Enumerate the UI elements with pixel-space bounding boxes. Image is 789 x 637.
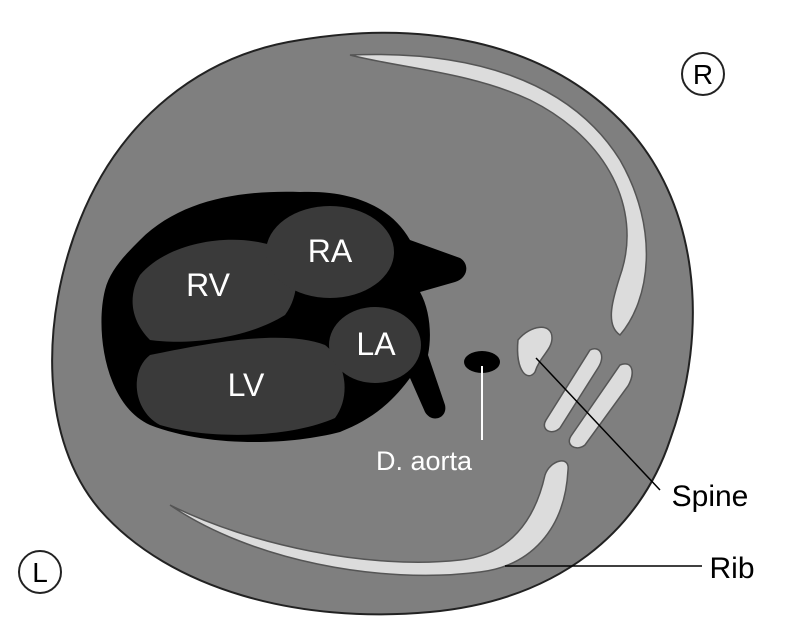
label-right: R <box>693 59 713 90</box>
left-ventricle <box>136 337 345 435</box>
rib-left <box>169 460 569 577</box>
label-lv: LV <box>228 367 265 403</box>
spine-vertebral-body <box>516 326 553 377</box>
rib-right <box>349 53 648 336</box>
spine-element-2 <box>568 363 633 449</box>
label-aorta: D. aorta <box>376 446 473 476</box>
orientation-left-circle <box>18 550 62 594</box>
label-rv: RV <box>186 267 231 303</box>
label-spine: Spine <box>672 480 749 513</box>
descending-aorta <box>464 351 500 373</box>
right-ventricle <box>132 239 297 342</box>
label-la: LA <box>356 326 396 362</box>
label-rib: Rib <box>709 552 754 585</box>
spine-element-1 <box>543 348 603 433</box>
spine-leader-line <box>535 357 661 491</box>
label-ra: RA <box>308 233 353 269</box>
right-atrium <box>266 206 394 298</box>
orientation-right-circle <box>681 52 725 96</box>
left-atrium <box>329 307 421 383</box>
label-left: L <box>32 557 48 588</box>
